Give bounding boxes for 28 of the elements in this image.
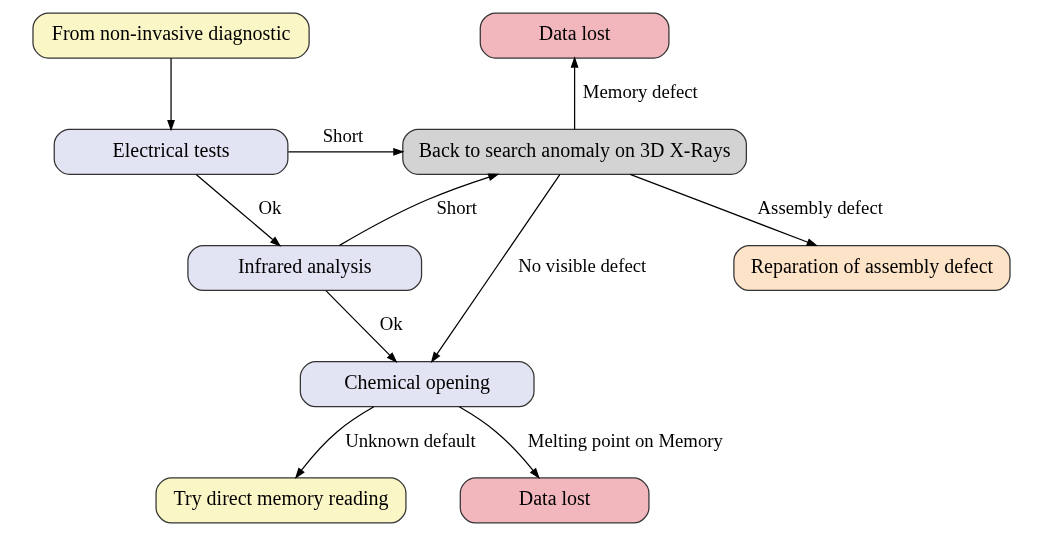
arrow — [195, 173, 282, 247]
node-box: Back to search anomaly on 3D X-Rays — [402, 128, 747, 175]
arrow — [338, 173, 500, 247]
node-box: Infrared analysis — [187, 244, 423, 292]
node-box: Electrical tests — [53, 128, 289, 175]
edge-label: Memory defect — [582, 81, 698, 103]
edge-label: Assembly defect — [757, 197, 883, 219]
node-box: Chemical opening — [299, 361, 535, 408]
node-box: Reparation of assembly defect — [733, 244, 1011, 292]
arrow — [570, 56, 579, 130]
arrow — [287, 147, 405, 156]
edge-label: Ok — [258, 197, 282, 219]
arrow — [294, 406, 375, 479]
edge-label: No visible defect — [518, 255, 647, 277]
edge-label: Melting point on Memory — [527, 429, 723, 451]
node-box: Try direct memory reading — [155, 477, 407, 524]
node-box: From non-invasive diagnostic — [32, 12, 310, 59]
arrow — [430, 174, 561, 364]
edge-label: Ok — [379, 313, 403, 335]
node-box: Data lost — [479, 12, 670, 59]
edge-label: Short — [322, 124, 364, 146]
arrow — [629, 173, 818, 247]
arrow — [458, 406, 540, 479]
arrow — [325, 290, 398, 363]
node-box: Data lost — [459, 477, 650, 524]
edge-label: Short — [436, 197, 477, 219]
edge-label: Unknown default — [345, 429, 476, 451]
arrow — [167, 57, 175, 132]
